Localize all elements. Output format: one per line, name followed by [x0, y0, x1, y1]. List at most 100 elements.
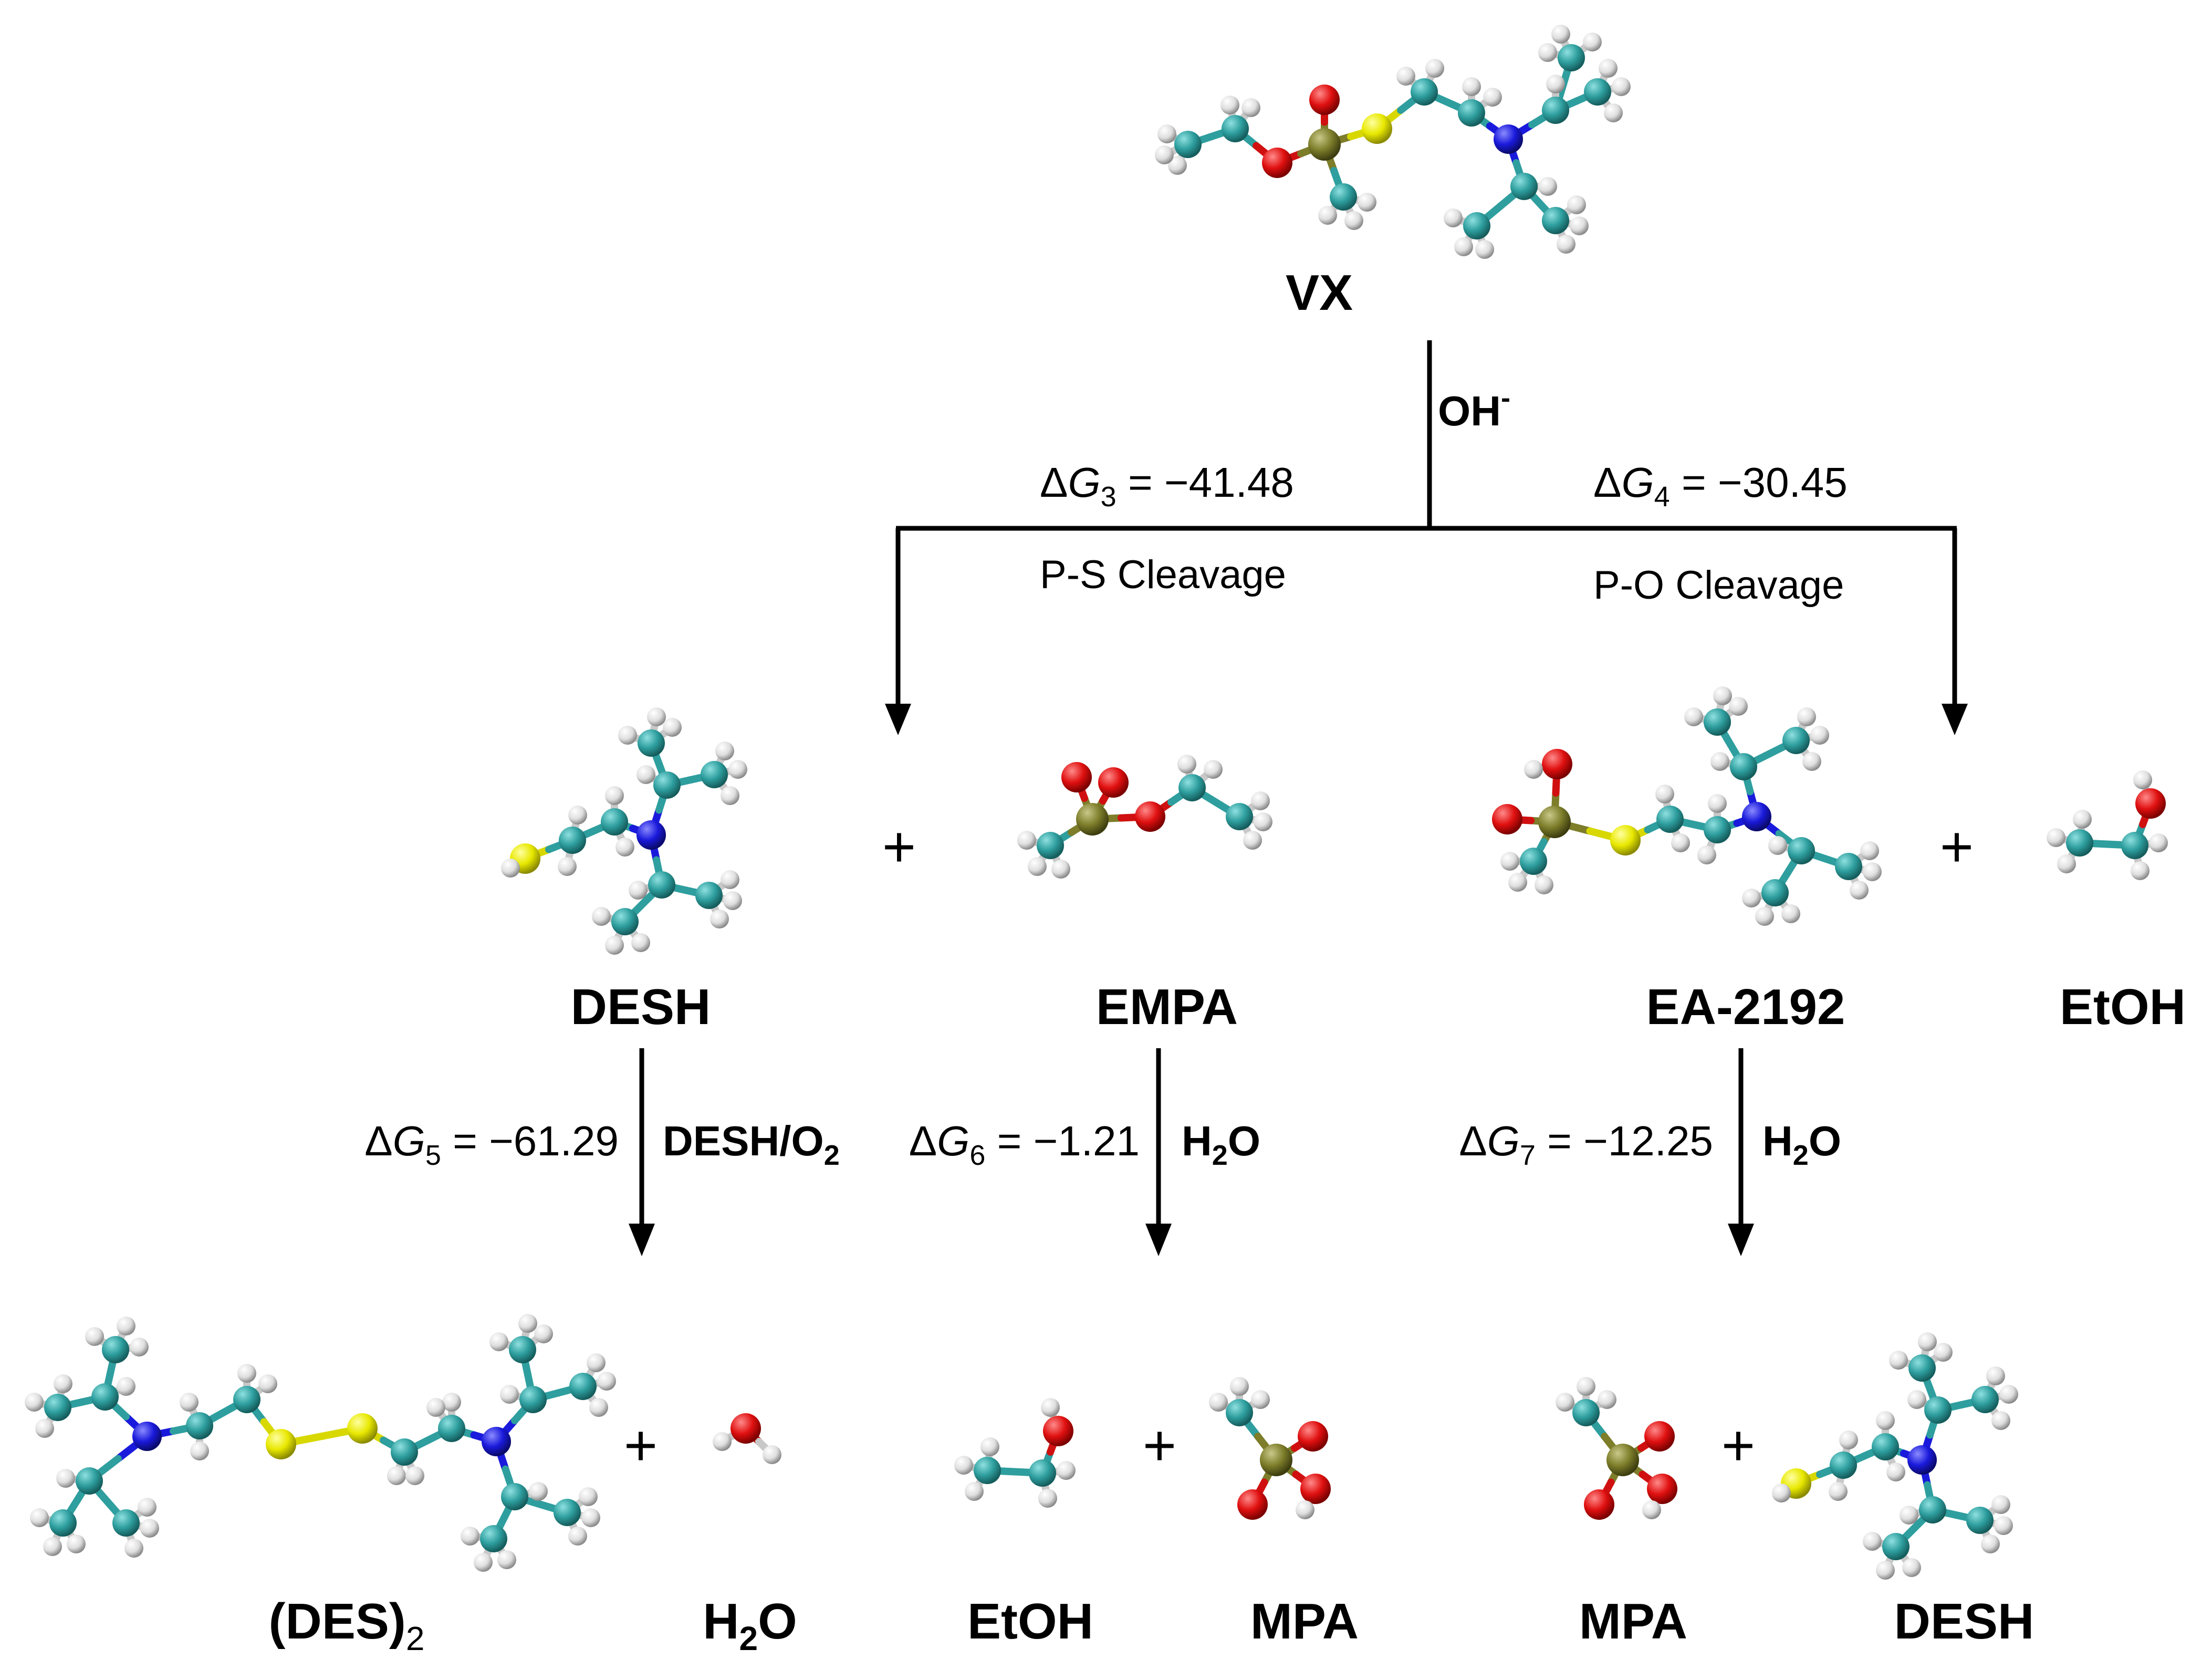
des2-main: (DES): [269, 1593, 406, 1650]
desh-o2-sub: 2: [824, 1140, 840, 1171]
dg7-value: = −12.25: [1536, 1118, 1713, 1164]
hydrogen-atom: [1041, 1398, 1060, 1417]
hydrogen-atom: [140, 1519, 159, 1538]
desh-product-molecule: [1772, 1332, 2018, 1580]
h2o-label: H2O: [703, 1593, 797, 1657]
etoh-molecule: [2047, 770, 2168, 880]
hydrogen-atom: [442, 1393, 461, 1412]
hydrogen-atom: [1604, 103, 1623, 122]
hydrogen-atom: [237, 1364, 256, 1383]
hydrogen-atom: [763, 1445, 781, 1464]
hydrogen-atom: [1671, 833, 1690, 852]
carbon-atom: [1222, 115, 1249, 142]
dg7-delta: Δ: [1459, 1118, 1487, 1164]
hydrogen-atom: [1243, 831, 1262, 850]
hydrogen-atom: [258, 1374, 277, 1393]
hydrogen-atom: [1708, 794, 1727, 813]
hydrogen-atom: [1991, 1411, 2010, 1430]
hydrogen-atom: [1768, 836, 1787, 855]
h2o-condition-6: H2O: [1182, 1118, 1260, 1171]
sulfur-atom: [1362, 113, 1392, 144]
sulfur-atom: [347, 1413, 378, 1444]
hydrogen-atom: [637, 765, 655, 784]
hydrogen-atom: [1755, 907, 1774, 926]
dg6-delta: Δ: [909, 1118, 937, 1164]
des2-sub: 2: [406, 1620, 425, 1657]
nitrogen-atom: [1742, 802, 1771, 831]
des2-label: (DES)2: [269, 1593, 425, 1657]
hydrogen-atom: [1863, 862, 1882, 881]
hydrogen-atom: [1742, 889, 1761, 907]
carbon-atom: [1226, 1399, 1253, 1426]
hydrogen-atom: [500, 1385, 519, 1404]
hydrogen-atom: [1886, 1463, 1905, 1481]
hydrogen-atom: [1797, 707, 1816, 726]
hydrogen-atom: [1981, 1535, 2000, 1553]
dg4-sub: 4: [1654, 481, 1670, 513]
hydrogen-atom: [1556, 1393, 1574, 1412]
carbon-atom: [1542, 207, 1569, 234]
h2o-6-o: O: [1228, 1118, 1260, 1164]
hydrogen-atom: [568, 806, 587, 824]
hydrogen-atom: [1508, 873, 1527, 892]
etoh-label: EtOH: [2060, 979, 2186, 1035]
hydrogen-atom: [1863, 1532, 1882, 1551]
nitrogen-atom: [132, 1422, 162, 1451]
hydrogen-atom: [721, 786, 739, 805]
h2o-7-h: H: [1762, 1118, 1793, 1164]
hydrogen-atom: [1889, 1351, 1908, 1370]
empa-label: EMPA: [1096, 979, 1238, 1035]
hydrogen-atom: [568, 1527, 587, 1546]
hydrogen-atom: [1900, 1506, 1918, 1525]
hydrogen-atom: [1254, 812, 1272, 831]
carbon-atom: [974, 1457, 1001, 1484]
hydrogen-atom: [1577, 1377, 1595, 1396]
hydrogen-atom: [710, 910, 729, 928]
h2o-7-o: O: [1809, 1118, 1841, 1164]
oxygen-atom: [1061, 762, 1092, 792]
hydrogen-atom: [190, 1442, 209, 1460]
hydrogen-atom: [426, 1398, 445, 1417]
hydrogen-atom: [2073, 810, 2092, 829]
carbon-atom: [559, 827, 586, 854]
hydrogen-atom: [85, 1327, 104, 1346]
hydrogen-atom: [587, 1353, 606, 1372]
carbon-atom: [1908, 1354, 1936, 1382]
dg7-g: G: [1487, 1118, 1520, 1164]
dg3-g: G: [1068, 459, 1100, 506]
dg7-sub: 7: [1520, 1140, 1536, 1171]
carbon-atom: [1730, 753, 1757, 780]
carbon-atom: [1542, 97, 1569, 124]
hydrogen-atom: [629, 881, 648, 900]
etoh-product-label: EtOH: [967, 1593, 1093, 1650]
hydrogen-atom: [965, 1482, 984, 1501]
dg4-g: G: [1621, 459, 1654, 506]
hydrogen-atom: [721, 870, 739, 889]
plus-sign-etoh-mpa: +: [1143, 1413, 1176, 1478]
dg7-label: ΔG7 = −12.25: [1459, 1118, 1713, 1171]
hydrogen-atom: [35, 1419, 54, 1438]
hydrogen-atom: [1583, 33, 1602, 51]
oxygen-atom: [1262, 148, 1292, 178]
plus-sign-ea2192-etoh: +: [1940, 815, 1974, 879]
hydrogen-atom: [1781, 904, 1800, 923]
carbon-atom: [1572, 1399, 1600, 1426]
oxygen-atom: [1300, 1474, 1331, 1504]
hydrogen-atom: [1204, 760, 1223, 779]
hydrogen-atom: [180, 1393, 199, 1412]
hydrogen-atom: [489, 1332, 508, 1351]
hydrogen-atom: [1860, 841, 1879, 860]
carbon-atom: [1830, 1452, 1857, 1479]
hydrogen-atom: [1425, 59, 1444, 78]
carbon-atom: [102, 1336, 129, 1363]
hydrogen-atom: [1057, 1461, 1076, 1480]
hydrogen-atom: [1220, 96, 1239, 114]
hydrogen-atom: [1017, 831, 1036, 850]
carbon-atom: [186, 1412, 213, 1439]
carbon-atom: [695, 882, 723, 909]
empa-hydrolysis-arrowhead: [1145, 1224, 1172, 1256]
nitrogen-atom: [1907, 1445, 1937, 1475]
hydrogen-atom: [501, 859, 520, 878]
hydrogen-atom: [1209, 1393, 1228, 1412]
nitrogen-atom: [637, 820, 666, 850]
